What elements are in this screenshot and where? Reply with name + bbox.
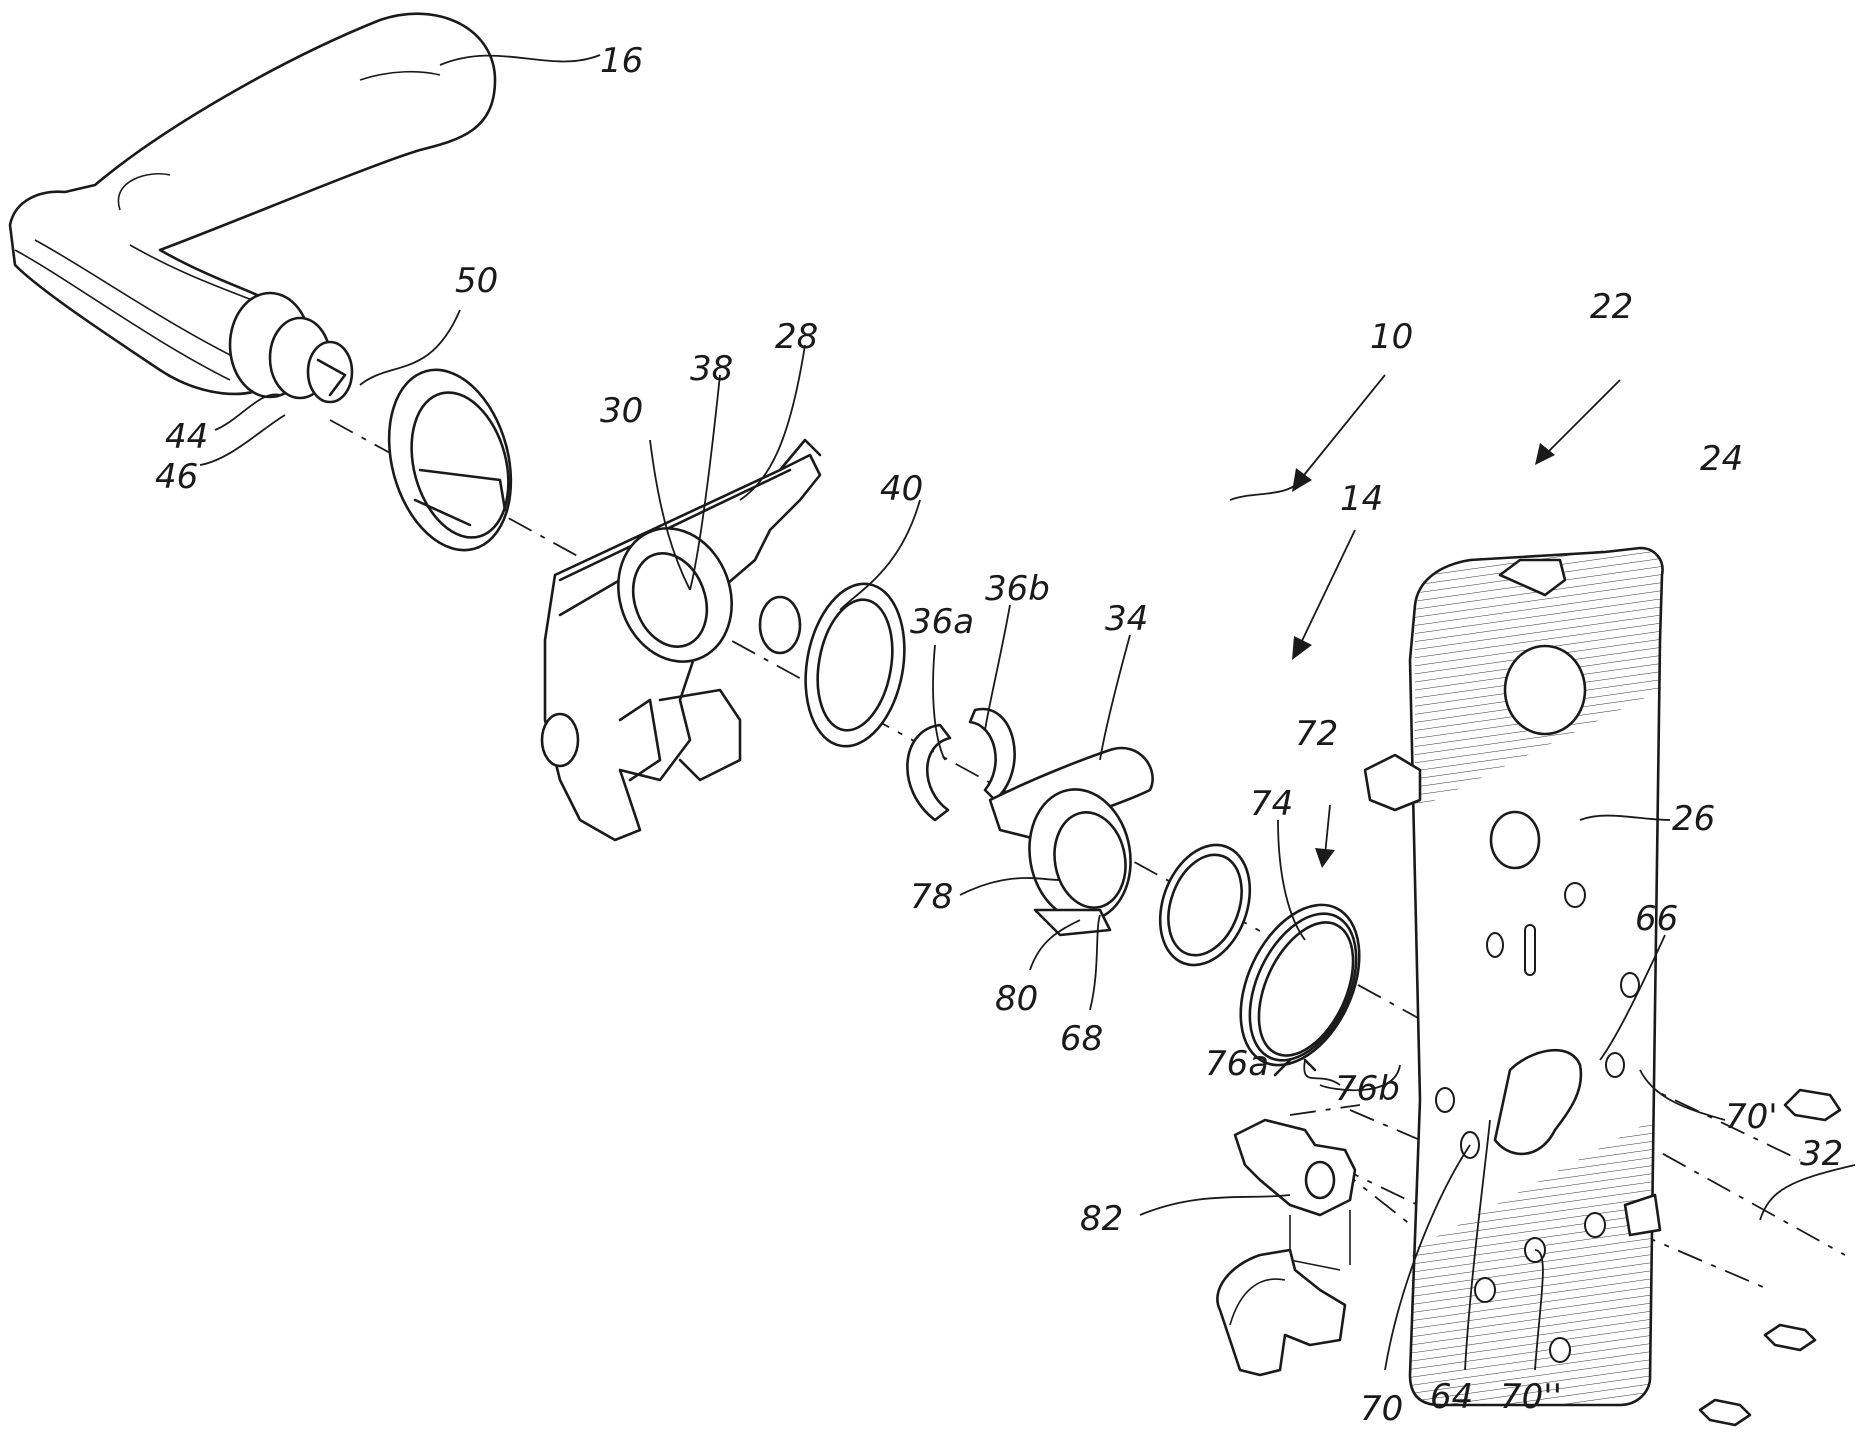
bracket xyxy=(1235,1120,1355,1270)
label-68: 68 xyxy=(1060,1019,1103,1059)
label-10: 10 xyxy=(1370,317,1413,357)
label-16: 16 xyxy=(600,41,643,81)
label-64: 64 xyxy=(1430,1377,1473,1417)
label-66: 66 xyxy=(1635,899,1678,939)
label-76b: 76b xyxy=(1335,1069,1400,1109)
lever-handle xyxy=(10,14,495,402)
latch-piece xyxy=(1217,1250,1345,1375)
label-30: 30 xyxy=(600,391,643,431)
label-14: 14 xyxy=(1340,479,1383,519)
label-26: 26 xyxy=(1672,799,1715,839)
label-70-double-prime: 70'' xyxy=(1500,1377,1562,1417)
label-34: 34 xyxy=(1105,599,1148,639)
label-80: 80 xyxy=(995,979,1038,1019)
label-74: 74 xyxy=(1250,784,1293,824)
label-36a: 36a xyxy=(910,602,974,642)
label-50: 50 xyxy=(455,261,498,301)
retaining-clip xyxy=(1144,832,1265,977)
label-78: 78 xyxy=(910,877,953,917)
label-22: 22 xyxy=(1590,287,1633,327)
label-70: 70 xyxy=(1360,1389,1403,1429)
label-40: 40 xyxy=(880,469,923,509)
label-46: 46 xyxy=(155,457,198,497)
label-82: 82 xyxy=(1080,1199,1123,1239)
cam xyxy=(990,748,1153,935)
label-32: 32 xyxy=(1800,1134,1843,1174)
label-70-prime: 70' xyxy=(1725,1097,1778,1137)
washer xyxy=(793,576,916,754)
rose-bushing xyxy=(370,356,530,564)
label-76a: 76a xyxy=(1205,1044,1269,1084)
label-38: 38 xyxy=(690,349,733,389)
label-28: 28 xyxy=(775,317,818,357)
label-44: 44 xyxy=(165,417,208,457)
label-36b: 36b xyxy=(985,569,1050,609)
label-72: 72 xyxy=(1295,714,1338,754)
housing xyxy=(542,440,820,840)
label-24: 24 xyxy=(1700,439,1743,479)
